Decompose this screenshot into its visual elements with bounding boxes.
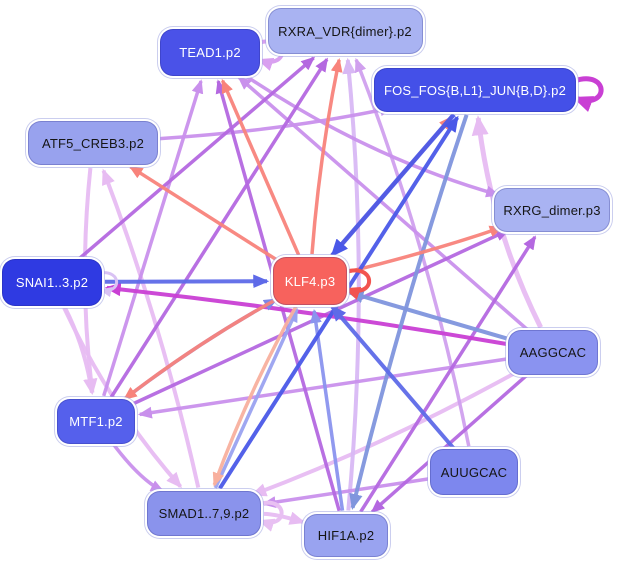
self-loop-fos-fos-b-l1-jun-b-d-p2 xyxy=(572,76,604,112)
edge-klf4-p3-to-atf5-creb3-p2 xyxy=(128,165,282,264)
edge-snai1-3-p2-to-klf4-p3 xyxy=(104,274,270,289)
edge-aaggcac-to-tead1-p2 xyxy=(237,75,530,332)
node-rxrg-dimer-p3[interactable]: RXRG_dimer.p3 xyxy=(494,188,610,232)
edge-aaggcac-to-smad1-7-9-p2 xyxy=(250,368,521,497)
node-label: FOS_FOS{B,L1}_JUN{B,D}.p2 xyxy=(383,82,567,98)
edge-klf4-p3-to-smad1-7-9-p2 xyxy=(212,305,298,487)
self-loop-snai1-3-p2 xyxy=(99,271,118,298)
edge-hif1a-p2-to-klf4-p3 xyxy=(310,308,345,511)
edge-aaggcac-to-klf4-p3 xyxy=(347,289,512,342)
edge-klf4-p3-to-rxra-vdr-dimer-p2 xyxy=(310,57,343,255)
node-label: AUUGCAC xyxy=(440,464,508,480)
node-label: SNAI1..3.p2 xyxy=(15,274,89,290)
edge-hif1a-p2-to-rxrg-dimer-p3 xyxy=(359,235,537,513)
self-loop-smad1-7-9-p2 xyxy=(257,500,284,532)
edge-mtf1-p2-to-smad1-7-9-p2 xyxy=(111,443,165,493)
node-auugcac[interactable]: AUUGCAC xyxy=(430,449,518,495)
node-smad1-7-9-p2[interactable]: SMAD1..7,9.p2 xyxy=(147,490,261,536)
node-klf4-p3[interactable]: KLF4.p3 xyxy=(273,257,347,305)
node-tead1-p2[interactable]: TEAD1.p2 xyxy=(160,28,260,76)
node-label: TEAD1.p2 xyxy=(179,44,241,60)
node-snai1-3-p2[interactable]: SNAI1..3.p2 xyxy=(2,258,102,306)
node-aaggcac[interactable]: AAGGCAC xyxy=(508,329,598,375)
node-label: RXRA_VDR{dimer}.p2 xyxy=(278,23,412,39)
edge-klf4-p3-to-tead1-p2 xyxy=(220,78,301,256)
edge-mtf1-p2-to-klf4-p3 xyxy=(120,297,278,403)
edge-mtf1-p2-to-tead1-p2 xyxy=(102,79,204,397)
edge-aaggcac-to-snai1-3-p2 xyxy=(104,282,508,347)
edge-mtf1-p2-to-rxra-vdr-dimer-p2 xyxy=(109,57,329,399)
edge-auugcac-to-klf4-p3 xyxy=(330,305,456,450)
edge-snai1-3-p2-to-rxra-vdr-dimer-p2 xyxy=(77,56,316,261)
node-label: MTF1.p2 xyxy=(69,413,123,429)
node-label: HIF1A.p2 xyxy=(317,527,375,543)
node-label: AAGGCAC xyxy=(519,344,587,360)
edge-hif1a-p2-to-rxra-vdr-dimer-p2 xyxy=(342,57,361,511)
node-mtf1-p2[interactable]: MTF1.p2 xyxy=(57,398,135,444)
node-atf5-creb3-p2[interactable]: ATF5_CREB3.p2 xyxy=(28,121,158,165)
edge-klf4-p3-to-rxrg-dimer-p3 xyxy=(347,225,504,274)
self-loop-klf4-p3 xyxy=(343,268,371,300)
node-rxra-vdr-dimer-p2[interactable]: RXRA_VDR{dimer}.p2 xyxy=(267,8,423,54)
node-label: KLF4.p3 xyxy=(284,273,336,289)
edge-klf4-p3-to-mtf1-p2 xyxy=(122,296,280,401)
node-label: RXRG_dimer.p3 xyxy=(503,202,601,218)
edge-fos-fos-b-l1-jun-b-d-p2-to-klf4-p3 xyxy=(330,113,456,258)
edge-smad1-7-9-p2-to-klf4-p3 xyxy=(213,307,299,489)
node-label: SMAD1..7,9.p2 xyxy=(158,505,250,521)
node-label: ATF5_CREB3.p2 xyxy=(41,135,145,151)
node-fos-fos-b-l1-jun-b-d-p2[interactable]: FOS_FOS{B,L1}_JUN{B,D}.p2 xyxy=(374,68,576,112)
node-hif1a-p2[interactable]: HIF1A.p2 xyxy=(304,513,388,557)
edge-atf5-creb3-p2-to-fos-fos-b-l1-jun-b-d-p2 xyxy=(159,104,395,141)
